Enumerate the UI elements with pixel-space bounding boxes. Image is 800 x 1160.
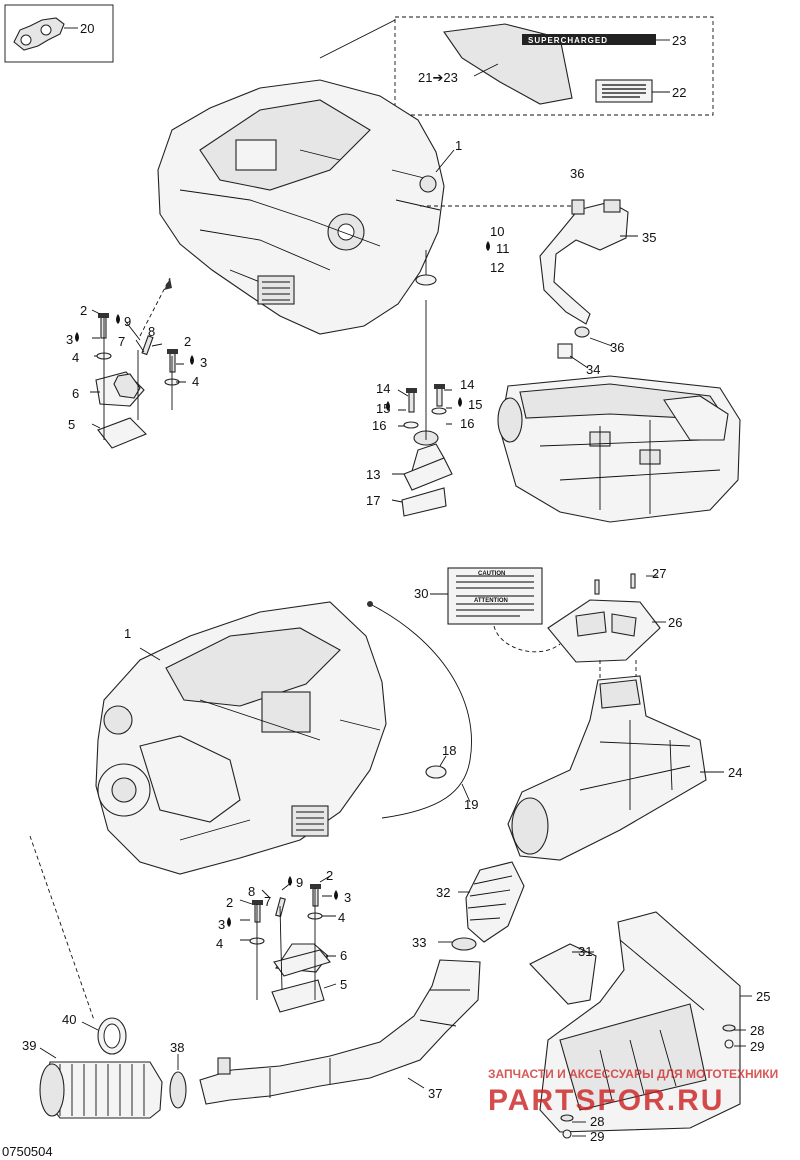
supercharged-decal-text: SUPERCHARGED	[528, 36, 608, 45]
callout-36-b: 36	[610, 340, 624, 355]
callout-3-bottom-a: 3	[344, 890, 351, 905]
callout-2-bottom-b: 2	[226, 895, 233, 910]
callout-31: 31	[578, 944, 592, 959]
callout-4-bottom-b: 4	[216, 936, 223, 951]
callout-26: 26	[668, 615, 682, 630]
callout-5-bottom: 5	[340, 977, 347, 992]
callout-33: 33	[412, 935, 426, 950]
attention-decal-heading: ATTENTION	[474, 598, 508, 604]
callout-16-a: 16	[372, 418, 386, 433]
callout-2-top-a: 2	[80, 303, 87, 318]
callout-25: 25	[756, 989, 770, 1004]
airduct-24	[507, 675, 724, 861]
airbox-base-25	[529, 911, 752, 1139]
watermark-tagline: ЗАПЧАСТИ И АКСЕССУАРЫ ДЛЯ МОТОТЕХНИКИ	[488, 1067, 778, 1081]
callout-24: 24	[728, 765, 742, 780]
caution-decal-heading: CAUTION	[478, 571, 505, 577]
callout-1-top: 1	[455, 138, 462, 153]
callout-35: 35	[642, 230, 656, 245]
callout-14-b: 14	[460, 377, 474, 392]
hose-35-assembly	[539, 199, 638, 369]
callout-27: 27	[652, 566, 666, 581]
drop-icon	[334, 890, 338, 900]
callout-6-top: 6	[72, 386, 79, 401]
drop-icon	[75, 332, 79, 342]
callout-11: 11	[496, 241, 510, 256]
mount-left-bottom	[239, 875, 337, 1013]
callout-2-bottom-a: 2	[326, 868, 333, 883]
callout-14-a: 14	[376, 381, 390, 396]
callout-30: 30	[414, 586, 428, 601]
callout-2-top-b: 2	[184, 334, 191, 349]
callout-29-b: 29	[590, 1129, 604, 1144]
callout-8-top-label: 8	[148, 324, 155, 339]
callout-4-top-a: 4	[72, 350, 79, 365]
callout-36-top: 36	[570, 166, 584, 181]
callout-39: 39	[22, 1038, 36, 1053]
drop-icon	[458, 397, 462, 407]
intake-26	[547, 573, 666, 684]
diagram-code: 0750504	[2, 1144, 53, 1159]
callout-18: 18	[442, 743, 456, 758]
filter-assembly-39	[29, 835, 187, 1119]
callout-7-top: 7	[118, 334, 125, 349]
callout-32: 32	[436, 885, 450, 900]
callout-23: 23	[672, 33, 686, 48]
mount-center-top	[391, 300, 453, 517]
callout-17: 17	[366, 493, 380, 508]
callout-9-top-label: 9	[124, 314, 131, 329]
drop-icon	[486, 241, 490, 251]
callout-12: 12	[490, 260, 504, 275]
engine-bottom	[95, 601, 387, 875]
callout-19: 19	[464, 797, 478, 812]
engine-top	[157, 79, 455, 335]
callout-10: 10	[490, 224, 504, 239]
part-20-bracket-box	[4, 4, 114, 63]
callout-5-top: 5	[68, 417, 75, 432]
decal-30	[430, 567, 561, 653]
callout-29-a: 29	[750, 1039, 764, 1054]
drop-icon	[386, 401, 390, 411]
callout-6-bottom: 6	[340, 948, 347, 963]
callout-38: 38	[170, 1040, 184, 1055]
dipstick-19	[367, 601, 472, 819]
callout-21-23: 21➔23	[418, 70, 458, 85]
threadlock-drop-markers	[75, 241, 490, 927]
callout-labels: 20 23 21➔23 22 1 36 10 11 12 35 2 9 9 3 …	[22, 21, 770, 1144]
callout-8-bottom: 8	[248, 884, 255, 899]
callout-37: 37	[428, 1086, 442, 1101]
callout-34: 34	[586, 362, 600, 377]
watermark-brand: PARTSFOR.RU	[488, 1084, 724, 1117]
callout-3-top-a: 3	[66, 332, 73, 347]
callout-16-b: 16	[460, 416, 474, 431]
part-21-23-decal-box	[319, 16, 714, 116]
callout-4-top-b: 4	[192, 374, 199, 389]
callout-13: 13	[366, 467, 380, 482]
callout-3-bottom-b: 3	[218, 917, 225, 932]
airbox-top	[497, 375, 741, 523]
callout-40-label: 40	[62, 1012, 76, 1027]
drop-icon	[116, 314, 120, 324]
drop-icon	[190, 355, 194, 365]
callout-28-b: 28	[590, 1114, 604, 1129]
callout-3-top-b: 3	[200, 355, 207, 370]
tube-37	[199, 959, 481, 1105]
mount-left-top	[90, 309, 186, 449]
callout-9-bottom-label: 9	[296, 875, 303, 890]
callout-1-bottom: 1	[124, 626, 131, 641]
sleeve-32	[438, 861, 525, 951]
callout-28-a: 28	[750, 1023, 764, 1038]
drop-icon	[288, 876, 292, 886]
drop-icon	[227, 917, 231, 927]
callout-15-b: 15	[468, 397, 482, 412]
callout-22: 22	[672, 85, 686, 100]
callout-4-bottom-a: 4	[338, 910, 345, 925]
callout-7-bottom: 7	[264, 894, 271, 909]
callout-20: 20	[80, 21, 94, 36]
